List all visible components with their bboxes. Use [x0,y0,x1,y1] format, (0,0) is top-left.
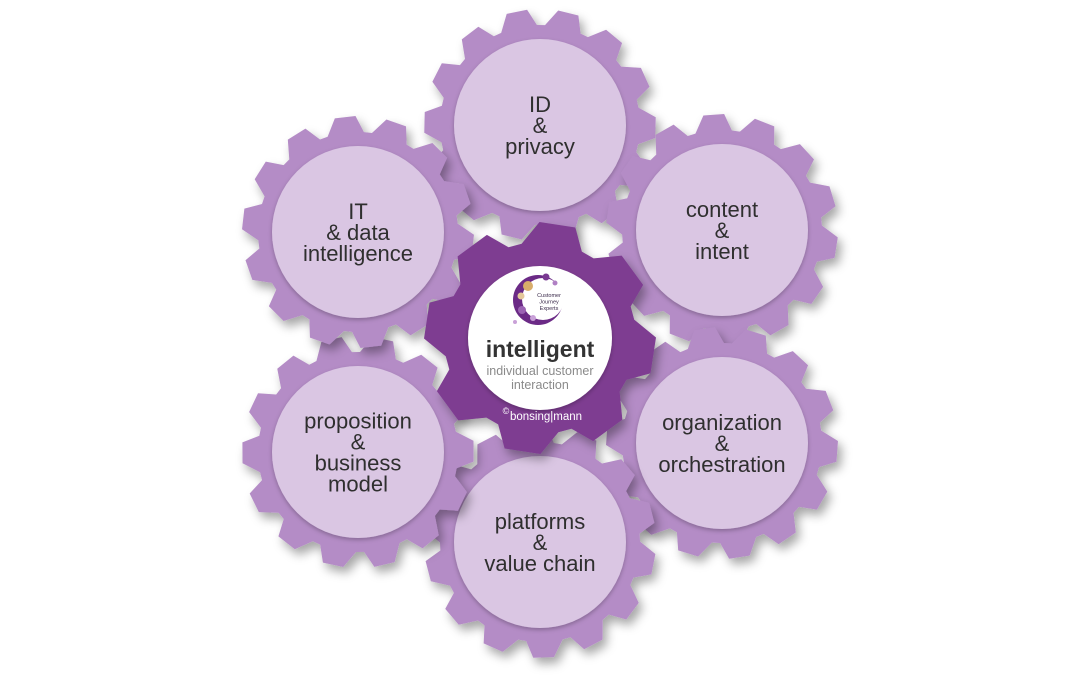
gear-label: ID&privacy [505,92,575,159]
gear-label: organization&orchestration [658,410,785,477]
logo-arc-inner [522,278,564,320]
gear-label-line: intent [695,239,749,264]
gear-label-line: intelligence [303,241,413,266]
gear-label-line: organization [662,410,782,435]
gear-label-line: & [351,430,366,455]
gear-face [272,146,444,318]
gear-id-privacy: ID&privacy [424,9,656,241]
logo-text-line: Customer [537,293,561,299]
copyright-symbol: © [503,406,510,416]
gear-label: content&intent [686,197,758,264]
logo-text-line: Journey [539,300,559,306]
logo-dot [517,292,525,300]
gear-face [454,39,626,211]
gear-label: platforms&value chain [484,509,595,576]
gear-label-line: & [715,431,730,456]
customer-journey-experts-logo: Customer Journey Experts [513,273,564,325]
gear-organization-orchestration: organization&orchestration [606,327,838,559]
gear-label-line: orchestration [658,452,785,477]
gear-face [454,456,626,628]
gear-label-line: & data [326,220,390,245]
logo-dot [513,320,517,324]
copyright-mark: © bonsing|mann [503,406,582,423]
gear-label-line: & [715,218,730,243]
gear-face [636,357,808,529]
logo-dot [530,315,536,321]
gear-label-line: content [686,197,758,222]
copyright-text: bonsing|mann [510,411,582,423]
center-title: intelligent [486,336,595,362]
center-subtitle-line: individual customer [487,364,594,378]
gear-label-line: model [328,472,388,497]
center-gear-face [468,266,612,410]
logo-dot [542,273,550,281]
gear-label-line: proposition [304,409,412,434]
center-subtitle-line: interaction [511,378,569,392]
logo-dot [523,281,533,291]
gear-content-intent: content&intent [606,114,838,346]
logo-text-line: Experts [540,306,559,312]
gear-label-line: IT [348,199,368,224]
logo-dot [518,306,526,314]
gear-label-line: platforms [495,509,585,534]
center-gear: Customer Journey Experts intelligent ind… [424,222,656,454]
gear-face [636,144,808,316]
gear-label-line: & [533,113,548,138]
gear-label-line: business [315,451,402,476]
gear-label-line: ID [529,92,551,117]
gear-label-line: value chain [484,551,595,576]
gear-platforms-value-chain: platforms&value chain [424,426,656,658]
gear-label-line: privacy [505,134,575,159]
gear-label-line: & [533,530,548,555]
gear-face [272,366,444,538]
logo-dot [552,280,558,286]
